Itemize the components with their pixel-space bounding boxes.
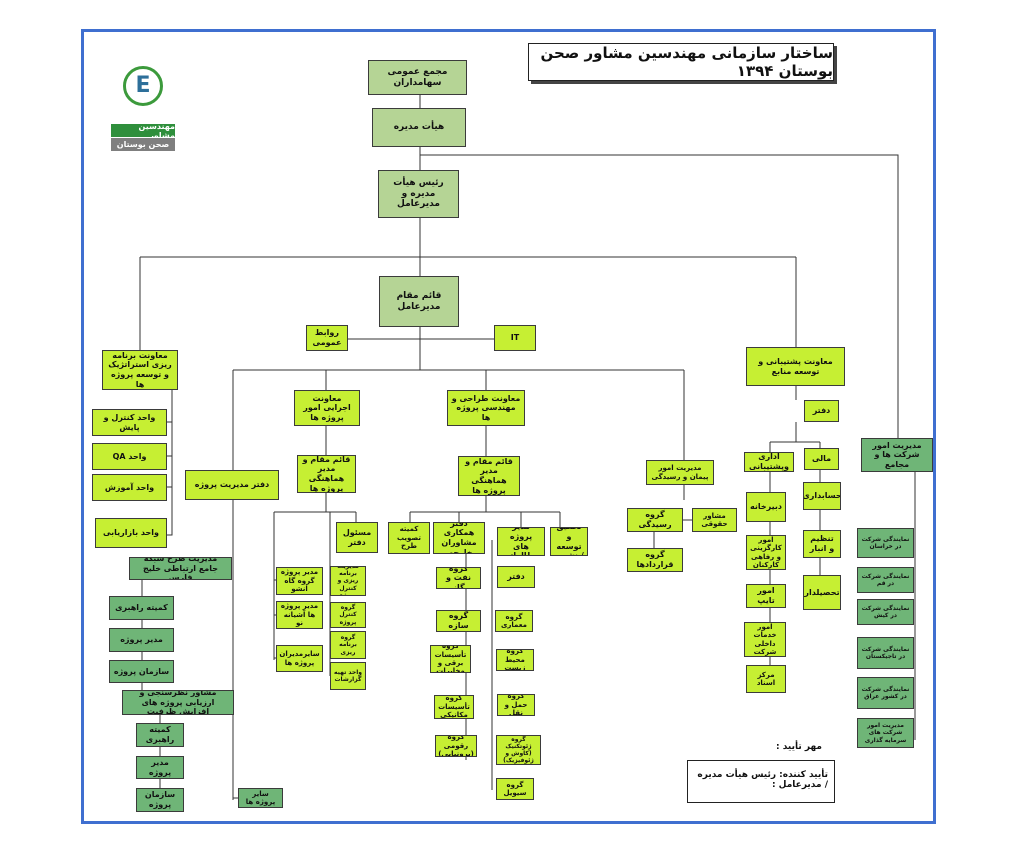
node-secretariat: دبیرخانه [746,492,786,522]
page-frame [81,29,936,824]
node-hr: امور کارگزینی و رفاهی کارکنان [746,535,786,570]
node-pr: روابط عمومی [306,325,348,351]
node-control: واحد کنترل و پایش [92,409,167,436]
node-ext-pm: مدیر پروژه [136,756,184,779]
node-shareholders: مجمع عمومی سهامداران [368,60,467,95]
node-qa: واحد QA [92,443,167,470]
node-deputy: قائم مقام مدیرعامل [379,276,459,327]
node-dept-transport: گروه حمل و نقل [497,694,535,716]
approver-label: تأیید کننده: رئیس هیأت مدیره / مدیرعامل … [697,770,828,790]
node-exec: معاونت اجرایی امور پروژه ها [294,390,360,426]
node-study-mgr: مدیر پروژه های مطالعاتی [497,527,545,556]
node-exec-b3: گروه برنامه ریزی [330,631,366,659]
logo-text-line2: صحن بوستان [111,138,175,151]
node-training: واحد آموزش [92,474,167,501]
node-br1: نمایندگی شرکت در خراسان [857,528,914,558]
node-dept-elec: گروه تأسیسات برقی و مخابرات [430,645,471,673]
node-accounting: حسابداری [803,482,841,510]
node-contracts: گروه قراردادها [627,548,683,572]
node-marketing: واحد بازاریابی [95,518,167,548]
node-fars-pm: مدیر پروژه [109,628,174,652]
node-research: تحقیق و توسعه / نشریه [550,527,588,556]
node-admin: اداری وپشتیبانی [744,452,794,472]
node-dept-struct: گروه سازه [436,610,481,632]
node-warehouse: تنظیم و انبار [803,530,841,558]
node-br2: نمایندگی شرکت در قم [857,567,914,593]
node-fars-steer: کمیته راهبری [109,596,174,620]
node-finance: مالی [804,448,839,470]
node-br4: نمایندگی شرکت در تاجیکستان [857,637,914,669]
node-br6: مدیریت امور شرکت های سرمایه گذاری [857,718,914,748]
node-support: معاونت پشتیبانی و توسعه منابع [746,347,845,386]
node-exec-a3: سایرمدیران پروژه ها [276,645,323,672]
node-support-office: دفتر [804,400,839,422]
node-design-committee: کمیته تصویب طرح [388,522,430,554]
logo-emblem-icon: E [123,66,163,106]
node-branches: مدیریت امور شرکت ها و مجامع [861,438,933,472]
node-dept-office: دفتر [497,566,535,588]
node-it-unit: امور تایپ [746,584,786,608]
node-office-resp: مسئول دفتر [336,522,378,553]
node-foreign: دفتر همکاری مشاوران خارجی [433,522,485,554]
node-legal: مشاور حقوقی [692,508,737,532]
seal-label: مهر تأیید : [776,742,822,752]
node-dept-arch: گروه معماری [495,610,533,632]
node-br3: نمایندگی شرکت در کیش [857,599,914,625]
node-ext-org: سازمان پروژه [136,788,184,812]
node-br5: نمایندگی شرکت در کشور عراق [857,677,914,709]
node-dept-geo: گروه ژئوتکنیک (کاوش و ژئوفیزیک) [496,735,541,765]
node-treasury: تحصیلدار [803,575,841,610]
node-dept-mech: گروه تأسیسات مکانیکی [434,695,474,719]
node-dept-civil: گروه سیویل [496,778,534,800]
company-logo: E مهندسین مشاور صحن بوستان [111,66,175,156]
node-board: هیأت مدیره [372,108,466,147]
node-ext-steer: کمیته راهبری [136,723,184,747]
approval-box: تأیید کننده: رئیس هیأت مدیره / مدیرعامل … [687,760,835,803]
node-exec-b2: گروه کنترل پروژه [330,602,366,628]
node-dept-env: گروه محیط زیست [496,649,534,671]
node-project-office: دفتر مدیریت پروژه [185,470,279,500]
logo-text-line1: مهندسین مشاور [111,122,175,140]
node-archive: مرکز اسناد [746,665,786,693]
node-fars-org: سازمان پروژه [109,660,174,683]
node-services: امور خدمات داخلی شرکت [744,622,786,657]
node-ceo: رئیس هیأت مدیره و مدیرعامل [378,170,459,218]
node-other-pm: سایر پروژه ها [238,788,283,808]
chart-title: ساختار سازمانی مهندسین مشاور صحن بوستان … [528,43,834,81]
node-dept-oil: گروه نفت و گاز [436,567,481,589]
node-design: معاونت طراحی و مهندسی پروژه ها [447,390,525,426]
node-dept-survey: گروه رقومی (برونیابی) [435,735,477,757]
node-exec-b1: مدیریت برنامه ریزی و کنترل پروژه [330,566,366,596]
node-exec-a1: مدیر پروژه گروه گاه انشو [276,567,323,595]
node-ext: مشاور نظرسنجی و ارزیابی پروژه های افزایش… [122,690,234,715]
node-design-deputy: قائم مقام و مدیر هماهنگی پروژه ها [458,456,520,496]
node-exec-deputy: قائم مقام و مدیر هماهنگی پروژه ها [297,455,356,493]
node-it: IT [494,325,536,351]
node-audit: گروه رسیدگی [627,508,683,532]
node-strategic: معاونت برنامه ریزی استراتژیک و توسعه پرو… [102,350,178,390]
node-business: مدیریت امور پیمان و رسیدگی [646,460,714,485]
node-exec-b4: واحد تهیه گزارشات [330,662,366,690]
node-exec-a2: مدیر پروژه ها آشیانه نو [276,601,323,629]
node-fars: مدیریت طرح شبکه جامع ارتباطی خلیج فارس [129,557,232,580]
